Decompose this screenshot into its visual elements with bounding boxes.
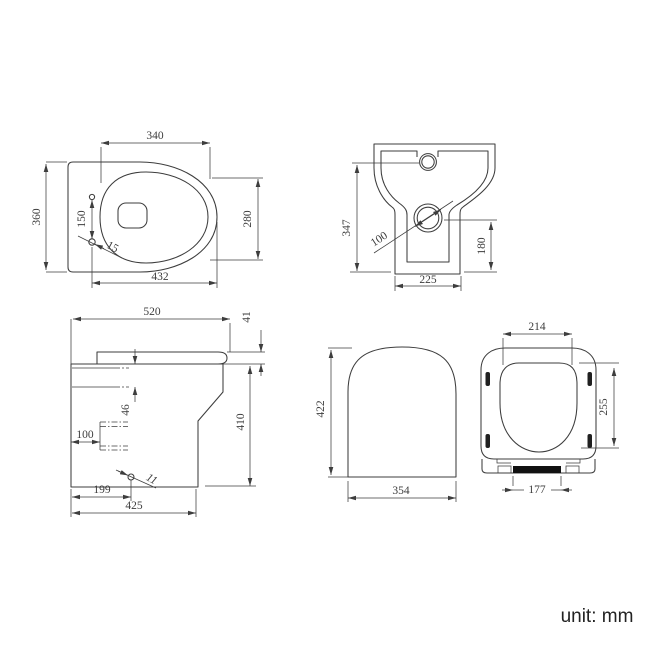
dim-bowl-width: 340 [146, 130, 164, 142]
hinge-step-lines [496, 459, 581, 464]
back-view: 347 100 180 225 [341, 143, 497, 291]
extension-lines [328, 347, 457, 502]
dim-inlet-height: 347 [341, 219, 353, 237]
dim-outlet-offset: 100 [76, 429, 94, 441]
outlet-hole-inner [416, 206, 440, 230]
dim-opening-depth: 255 [598, 398, 610, 416]
dim-lid-top-width: 214 [528, 321, 546, 333]
pan-outline [67, 161, 218, 273]
dim-base-width: 225 [419, 274, 437, 286]
body-inner-contour [380, 150, 489, 263]
cistern-recess-lines [72, 367, 116, 388]
dim-seat-overhang: 41 [241, 311, 253, 323]
dim-hole-spacing: 150 [76, 210, 88, 228]
side-fixing-hole [127, 473, 135, 481]
outlet-hole-outer [413, 203, 443, 233]
bumper-bottom-left [485, 434, 490, 448]
dim-overall-depth: 520 [143, 306, 161, 318]
extension-lines [350, 162, 497, 291]
extension-lines [46, 147, 263, 288]
body-outline [373, 143, 496, 275]
dim-hinge-width: 177 [528, 484, 546, 496]
flush-hole-outline [117, 202, 148, 229]
dim-fixing-hole-dia: 15 [105, 239, 121, 255]
dim-overall-length: 432 [151, 271, 169, 283]
seat-view: 214 255 177 [480, 321, 619, 496]
unit-label: unit: mm [561, 606, 634, 627]
inlet-hole-outer [419, 153, 437, 171]
dim-overall-width: 354 [392, 485, 410, 497]
extension-lines [502, 338, 619, 486]
body-outline [70, 363, 224, 488]
hinge-bar [513, 466, 561, 473]
top-view: 340 360 150 280 432 15 [31, 130, 263, 288]
seat-opening-outline [499, 362, 578, 453]
dim-fixing-hole-dia: 11 [144, 472, 159, 488]
lid-outline [480, 347, 597, 460]
outlet-dia-arrow-ne [427, 209, 442, 219]
dim-outlet-dia: 100 [369, 230, 390, 250]
hinge-notch-right [565, 465, 580, 474]
dim-fixing-offset: 199 [93, 484, 111, 496]
leader-arrow-fixing-hole [94, 243, 105, 250]
inlet-hole-inner [421, 155, 435, 169]
outlet-pipe-centerlines [100, 421, 128, 451]
front-view: 422 354 [315, 346, 457, 502]
dim-bowl-depth: 280 [242, 210, 254, 228]
extension-lines [70, 319, 265, 517]
dim-body-height: 410 [235, 413, 247, 431]
fixing-hole-top [88, 193, 96, 201]
dim-overall-height: 422 [315, 400, 327, 418]
hinge-notch-left [497, 465, 512, 474]
bumper-top-right [587, 372, 592, 386]
bowl-rim-outline [99, 171, 209, 264]
bumper-bottom-right [587, 434, 592, 448]
dim-outlet-height: 180 [476, 237, 488, 255]
outlet-dia-line [373, 200, 454, 254]
leader-arrow-fixing-hole [117, 470, 129, 476]
dim-rim-drop: 46 [120, 404, 132, 416]
dim-overall-depth: 360 [31, 208, 43, 226]
side-view: 520 41 46 100 410 199 425 11 [70, 306, 265, 517]
body-outline [347, 346, 457, 478]
outlet-dia-arrow-sw [414, 217, 429, 227]
seat-lid-outline [96, 351, 228, 365]
cistern-recess-break-lines [116, 367, 129, 388]
dim-hinge-text-mask [524, 483, 551, 495]
dim-base-depth: 425 [125, 500, 143, 512]
bumper-top-left [485, 372, 490, 386]
